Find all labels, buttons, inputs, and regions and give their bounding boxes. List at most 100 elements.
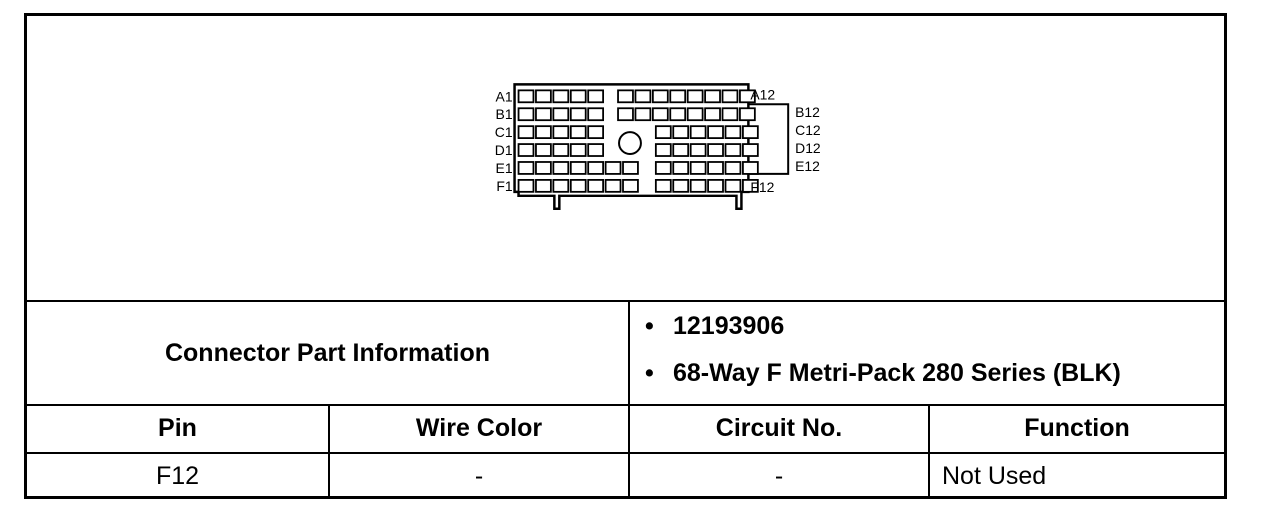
pin-cavity [739,107,756,122]
part-number-text: 12193906 [673,312,785,340]
center-post [618,131,642,156]
rule-header [27,404,1224,406]
row-function: Not Used [942,462,1047,490]
header-pin: Pin [158,414,197,442]
pin-cavity [704,89,721,104]
pin-label-c1: C1 [495,124,513,140]
pin-cavity [617,89,634,104]
row-wire-color: - [474,462,484,490]
pin-cavity [604,161,622,175]
pin-cavity [604,178,622,193]
pin-cavity [654,125,672,139]
pin-label-a12: A12 [750,86,775,102]
pin-cavity [517,143,535,157]
pin-label-b12: B12 [795,104,820,120]
pin-cavity [535,89,552,104]
pin-cavity [707,125,724,139]
pin-cavity [517,89,535,104]
header-circuit-no: Circuit No. [715,414,843,442]
pin-cavity [651,89,669,104]
pin-cavity [622,178,639,193]
pin-cavity [742,178,759,193]
part-description-text: 68-Way F Metri-Pack 280 Series (BLK) [673,359,1121,387]
pin-cavity [535,143,552,157]
pin-cavity [552,89,570,104]
pin-cavity [535,178,552,193]
connector-latch [748,103,790,175]
pin-cavity [672,125,690,139]
pin-cavity [689,161,707,175]
pin-cavity [617,107,634,122]
row-circuit-no: - [774,462,784,490]
pin-cavity [651,107,669,122]
pin-label-e1: E1 [496,160,513,176]
rule-top [27,300,1224,302]
pin-label-c12: C12 [795,122,821,138]
pin-cavity [707,161,724,175]
pin-cavity [739,89,756,104]
pin-label-d1: D1 [495,142,513,158]
pin-cavity [689,125,707,139]
pin-cavity [517,178,535,193]
pin-cavity [742,125,759,139]
pin-cavity [721,89,739,104]
pin-cavity [634,107,652,122]
pin-cavity [686,89,704,104]
pin-cavity [724,178,742,193]
pin-cavity [721,107,739,122]
pin-cavity [552,178,570,193]
pin-cavity [622,161,639,175]
pin-cavity [587,107,605,122]
pin-label-b1: B1 [496,106,513,122]
pin-cavity [569,178,587,193]
pin-cavity [569,143,587,157]
pin-cavity [672,178,690,193]
pin-cavity [587,143,605,157]
row-pin: F12 [155,462,200,490]
pin-cavity [686,107,704,122]
pin-cavity [535,107,552,122]
pin-cavity [535,125,552,139]
pin-label-f12: F12 [750,179,774,195]
header-function: Function [1024,414,1130,442]
pin-cavity [535,161,552,175]
pin-cavity [552,161,570,175]
pin-cavity [707,178,724,193]
header-wire-color: Wire Color [415,414,543,442]
pin-cavity [552,125,570,139]
pin-cavity [724,125,742,139]
part-description: •68-Way F Metri-Pack 280 Series (BLK) [645,359,1121,387]
rule-col1 [328,405,330,499]
pin-cavity [654,161,672,175]
pin-cavity [587,89,605,104]
pin-cavity [517,125,535,139]
pin-cavity [689,178,707,193]
pin-cavity [654,143,672,157]
pin-cavity [569,161,587,175]
pin-label-e12: E12 [795,158,820,174]
pin-cavity [552,143,570,157]
pin-cavity [669,107,687,122]
pin-cavity [587,161,605,175]
part-info-label: Connector Part Information [164,338,490,367]
pin-cavity [517,161,535,175]
part-number: •12193906 [645,312,785,340]
pin-cavity [569,89,587,104]
pin-cavity [634,89,652,104]
pin-cavity [742,161,759,175]
pin-cavity [689,143,707,157]
pin-cavity [552,107,570,122]
pin-cavity [724,143,742,157]
rule-col3 [928,405,930,499]
pin-cavity [672,161,690,175]
pin-label-a1: A1 [496,88,513,104]
pin-cavity [672,143,690,157]
pin-cavity [707,143,724,157]
rule-mid [628,301,630,499]
rule-row [27,452,1224,454]
pin-cavity [724,161,742,175]
pin-cavity [587,125,605,139]
pin-cavity [669,89,687,104]
